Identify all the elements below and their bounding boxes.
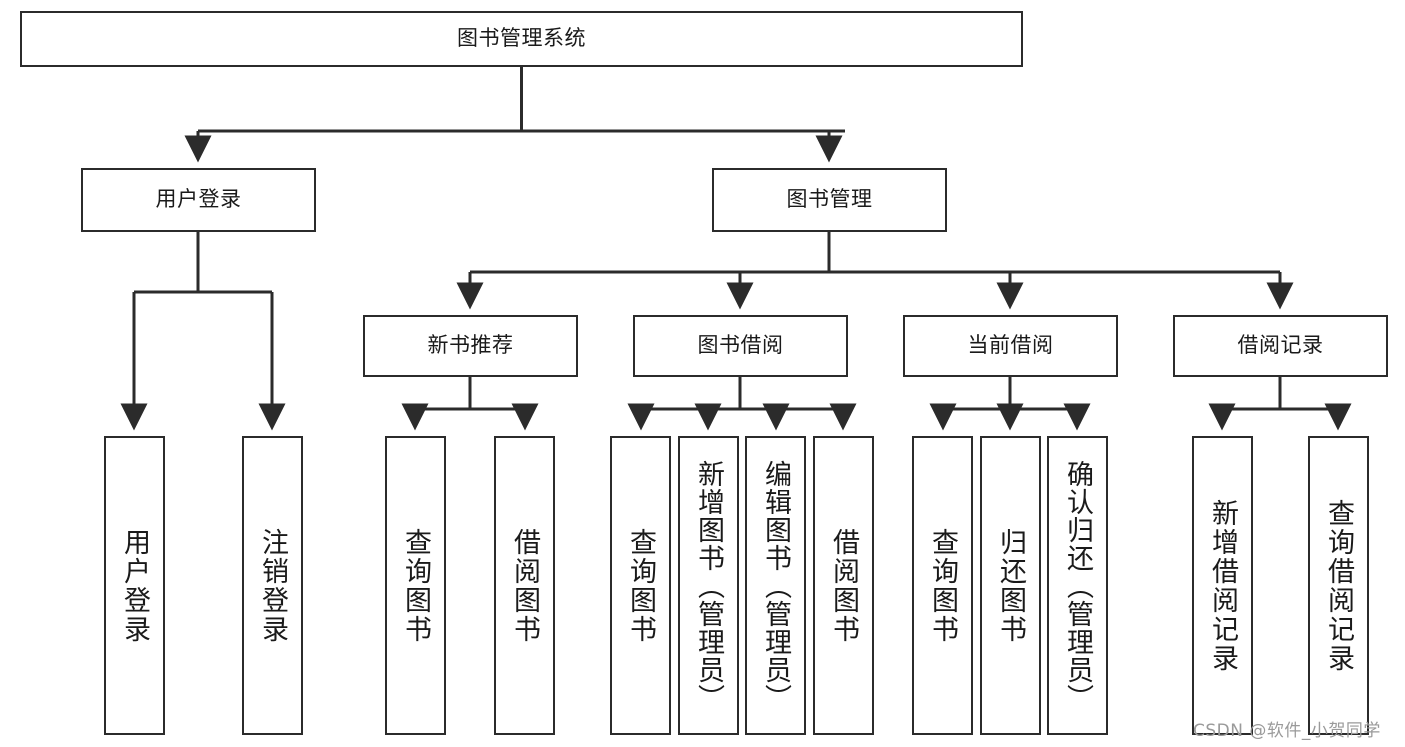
node-label: 查询图书 — [927, 527, 958, 644]
node-leaf-return-book[interactable]: 归还图书 — [980, 436, 1041, 735]
node-leaf-edit-book[interactable]: 编辑图书（管理员） — [745, 436, 806, 735]
node-borrow-record[interactable]: 借阅记录 — [1173, 315, 1388, 377]
node-label: 图书借阅 — [697, 333, 784, 358]
node-leaf-query-book-1[interactable]: 查询图书 — [385, 436, 446, 735]
node-label: 编辑图书（管理员） — [760, 459, 791, 712]
node-label: 图书管理系统 — [457, 26, 586, 51]
node-label: 当前借阅 — [967, 333, 1054, 358]
node-book-manage[interactable]: 图书管理 — [712, 168, 947, 232]
node-user-login[interactable]: 用户登录 — [81, 168, 316, 232]
node-label: 用户登录 — [119, 527, 150, 644]
node-label: 借阅图书 — [509, 527, 540, 644]
node-label: 新增图书（管理员） — [693, 459, 724, 712]
node-leaf-borrow-book-1[interactable]: 借阅图书 — [494, 436, 555, 735]
node-label: 归还图书 — [995, 527, 1026, 644]
node-leaf-query-book-3[interactable]: 查询图书 — [912, 436, 973, 735]
node-label: 用户登录 — [155, 187, 242, 212]
node-root-system[interactable]: 图书管理系统 — [20, 11, 1023, 67]
node-leaf-query-book-2[interactable]: 查询图书 — [610, 436, 671, 735]
node-new-book-recommend[interactable]: 新书推荐 — [363, 315, 578, 377]
node-leaf-user-login[interactable]: 用户登录 — [104, 436, 165, 735]
node-leaf-add-book[interactable]: 新增图书（管理员） — [678, 436, 739, 735]
node-leaf-borrow-book-2[interactable]: 借阅图书 — [813, 436, 874, 735]
node-label: 借阅图书 — [828, 527, 859, 644]
node-label: 查询借阅记录 — [1323, 498, 1354, 673]
node-book-borrow[interactable]: 图书借阅 — [633, 315, 848, 377]
node-label: 查询图书 — [400, 527, 431, 644]
node-current-borrow[interactable]: 当前借阅 — [903, 315, 1118, 377]
node-label: 注销登录 — [257, 527, 288, 644]
node-leaf-confirm-return[interactable]: 确认归还（管理员） — [1047, 436, 1108, 735]
node-leaf-add-record[interactable]: 新增借阅记录 — [1192, 436, 1253, 735]
node-label: 确认归还（管理员） — [1062, 459, 1093, 712]
node-label: 查询图书 — [625, 527, 656, 644]
node-label: 借阅记录 — [1237, 333, 1324, 358]
node-leaf-query-record[interactable]: 查询借阅记录 — [1308, 436, 1369, 735]
csdn-watermark: CSDN @软件_小贺同学 — [1193, 721, 1381, 741]
node-label: 新增借阅记录 — [1207, 498, 1238, 673]
node-leaf-logout-login[interactable]: 注销登录 — [242, 436, 303, 735]
node-label: 图书管理 — [786, 187, 873, 212]
node-label: 新书推荐 — [427, 333, 514, 358]
